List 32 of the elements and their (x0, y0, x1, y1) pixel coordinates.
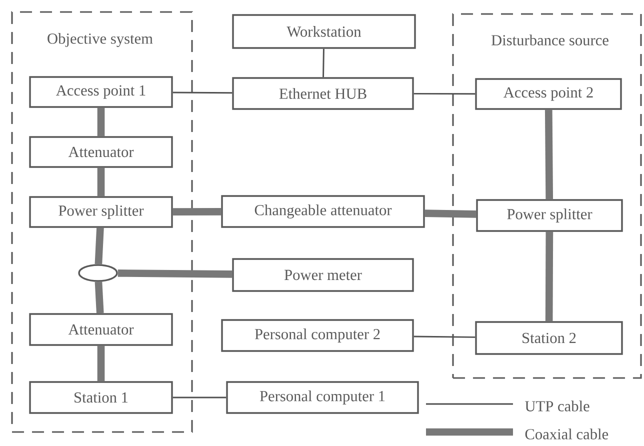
device-box: Access point 1 (29, 76, 173, 108)
device-box: Personal computer 1 (226, 381, 419, 414)
device-box: Attenuator (29, 136, 173, 168)
device-box: Station 2 (475, 321, 623, 355)
device-box: Power splitter (29, 196, 173, 228)
cable-line (414, 92, 476, 95)
cable-line (97, 346, 105, 382)
device-box: Attenuator (29, 313, 173, 346)
cable-line (322, 48, 324, 78)
device-box: Personal computer 2 (221, 319, 414, 352)
cable-line (172, 92, 232, 94)
device-box: Ethernet HUB (232, 77, 414, 110)
cable-line (94, 282, 104, 314)
cable-line (97, 168, 105, 196)
cable-line (172, 208, 222, 216)
cable-line (544, 110, 554, 200)
cable-line (424, 210, 476, 218)
device-box: Workstation (232, 14, 416, 49)
device-box: Power meter (232, 258, 414, 292)
legend-item: UTP cable (426, 400, 590, 412)
cable-line (545, 232, 554, 322)
clamp-ellipse (78, 264, 118, 282)
legend-item: Coaxial cable (426, 428, 608, 440)
device-box: Station 1 (29, 381, 173, 414)
cable-line (172, 396, 226, 398)
cable-line (414, 336, 476, 338)
device-box: Changeable attenuator (221, 195, 425, 228)
cable-line (97, 108, 105, 136)
cable-line (118, 270, 232, 278)
device-box: Power splitter (476, 199, 623, 232)
device-box: Access point 2 (475, 78, 622, 110)
cable-line (94, 228, 104, 264)
